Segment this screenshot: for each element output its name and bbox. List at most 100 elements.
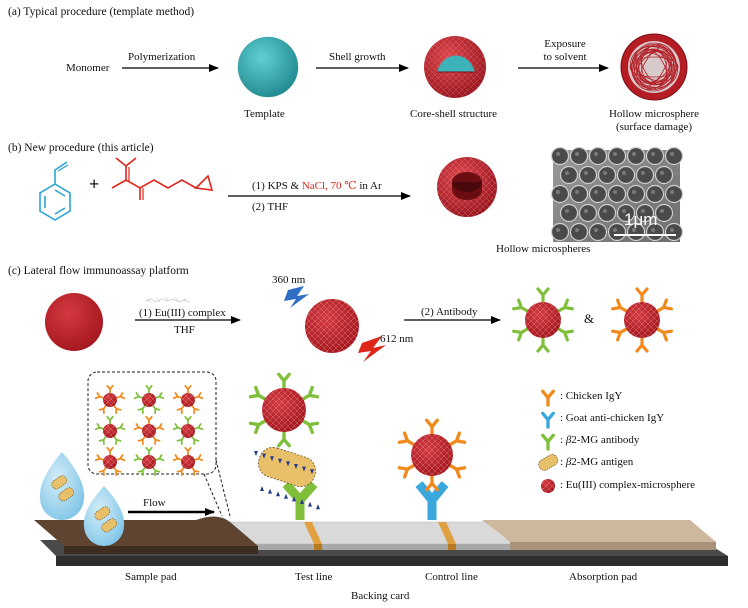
- plain-microsphere: [45, 293, 103, 351]
- antibody-icon: [397, 431, 416, 447]
- antibody-icon: [277, 372, 291, 390]
- shell-growth-label: Shell growth: [329, 51, 386, 63]
- hollow-microsphere-cutaway: [437, 157, 497, 217]
- control-line-label: Control line: [425, 571, 478, 583]
- antibody-icon: [133, 454, 144, 462]
- antibody-icon: [113, 435, 122, 445]
- antibody-icon: [152, 466, 161, 476]
- antibody-icon: [145, 415, 153, 425]
- antibody-icon: [172, 392, 183, 400]
- condition-1-suffix: in Ar: [359, 180, 382, 192]
- antibody-icon: [106, 384, 114, 394]
- antibody-icon: [512, 327, 530, 342]
- condition-1-red: NaCl, 70 ℃: [301, 180, 357, 192]
- test-line-sandwich: [248, 372, 320, 520]
- antibody-icon: [655, 327, 673, 342]
- antibody-icon: [425, 418, 439, 436]
- antibody-icon: [193, 454, 204, 462]
- zoom-conjugate: [172, 446, 204, 476]
- antibody-icon: [115, 392, 126, 400]
- antibody-icon: [193, 392, 204, 400]
- antibody-icon: [184, 415, 192, 425]
- antibody-icon: [184, 446, 192, 456]
- antibody-icon: [191, 466, 200, 476]
- antibody-icon: [556, 327, 574, 342]
- hollow-damaged-sphere: [620, 33, 688, 101]
- plus-sign: +: [89, 174, 100, 194]
- zoom-conjugate: [133, 446, 165, 476]
- antibody-icon: [655, 298, 673, 313]
- antibody-icon: [176, 435, 185, 445]
- antibody-icon: [536, 287, 550, 304]
- eu-step-label-2: THF: [174, 324, 195, 336]
- hollow-label-1: Hollow microsphere: [608, 108, 700, 120]
- antibody-icon: [145, 384, 153, 394]
- core-shell-sphere: [424, 36, 486, 98]
- antibody-icon: [172, 423, 183, 431]
- antibody-icon: [154, 392, 165, 400]
- antibody-icon: [98, 435, 107, 445]
- template-sphere: [238, 37, 298, 97]
- template-label: Template: [244, 108, 285, 120]
- antibody-icon: [137, 435, 146, 445]
- antibody-icon: [152, 435, 161, 445]
- antibody-icon: [94, 423, 105, 431]
- zoom-conjugate: [133, 415, 165, 445]
- condition-1: (1) KPS & NaCl, 70 ℃ in Ar: [252, 180, 382, 193]
- antibody-icon: [248, 385, 267, 401]
- antibody-icon: [94, 392, 105, 400]
- sample-pad-label: Sample pad: [125, 571, 177, 583]
- antibody-icon: [301, 419, 320, 435]
- panel-c-header: (c) Lateral flow immunoassay platform: [8, 265, 189, 277]
- antibody-icon: [115, 423, 126, 431]
- control-line-capture: [397, 418, 467, 520]
- styrene-structure: [39, 161, 71, 221]
- antibody-icon: [635, 287, 649, 304]
- antibody-icon: [152, 404, 161, 414]
- bound-conjugate: [248, 372, 320, 448]
- legend-goat-igy: : Goat anti-chicken IgY: [560, 412, 665, 424]
- antibody-icon: [176, 404, 185, 414]
- immobilized-b2mg-antibody: [282, 481, 318, 520]
- eu-microsphere: [305, 299, 359, 353]
- condition-2: (2) THF: [252, 201, 289, 213]
- exposure-label-2: to solvent: [543, 51, 587, 63]
- antibody-icon: [556, 298, 574, 313]
- antibody-icon: [448, 463, 467, 479]
- sample-pad: [34, 516, 258, 546]
- zoom-conjugate: [94, 415, 126, 445]
- legend-b2mg-antibody: : β2-MG antibody: [560, 434, 640, 446]
- antibody-icon: [113, 404, 122, 414]
- antibody-icon: [611, 327, 629, 342]
- antibody-icon: [248, 419, 267, 435]
- antibody-icon: [98, 404, 107, 414]
- ampersand: &: [584, 311, 595, 326]
- flow-label: Flow: [143, 497, 166, 509]
- bound-conjugate: [397, 418, 467, 492]
- antibody-icon: [137, 404, 146, 414]
- zoom-conjugate: [172, 384, 204, 414]
- antibody-icon: [106, 415, 114, 425]
- antibody-icon: [133, 392, 144, 400]
- immobilized-goat-igy: [415, 481, 449, 520]
- captured-antigen: [254, 447, 320, 510]
- antibody-icon: [115, 454, 126, 462]
- hollow-label-2: (surface damage): [615, 121, 693, 133]
- legend-goat-igy-icon: [541, 411, 555, 429]
- eu-complex-powder-icon: [144, 296, 191, 304]
- panel-a-header: (a) Typical procedure (template method): [8, 6, 195, 18]
- zoom-conjugate: [133, 384, 165, 414]
- zoom-conjugate: [172, 415, 204, 445]
- microsphere-b2mg-antibody-conjugate: [512, 287, 574, 353]
- legend-microsphere: : Eu(III) complex-microsphere: [560, 479, 695, 491]
- dashed-zoom-box: [87, 371, 231, 517]
- antibody-icon: [425, 474, 439, 492]
- absorption-pad-label: Absorption pad: [569, 571, 638, 583]
- hollow-microspheres-label: Hollow microspheres: [496, 243, 591, 255]
- legend-antigen-icon: [538, 454, 559, 471]
- antibody-icon: [133, 423, 144, 431]
- antibody-icon: [512, 298, 530, 313]
- backing-card-label: Backing card: [351, 590, 410, 602]
- antibody-icon: [611, 298, 629, 313]
- antibody-icon: [397, 463, 416, 479]
